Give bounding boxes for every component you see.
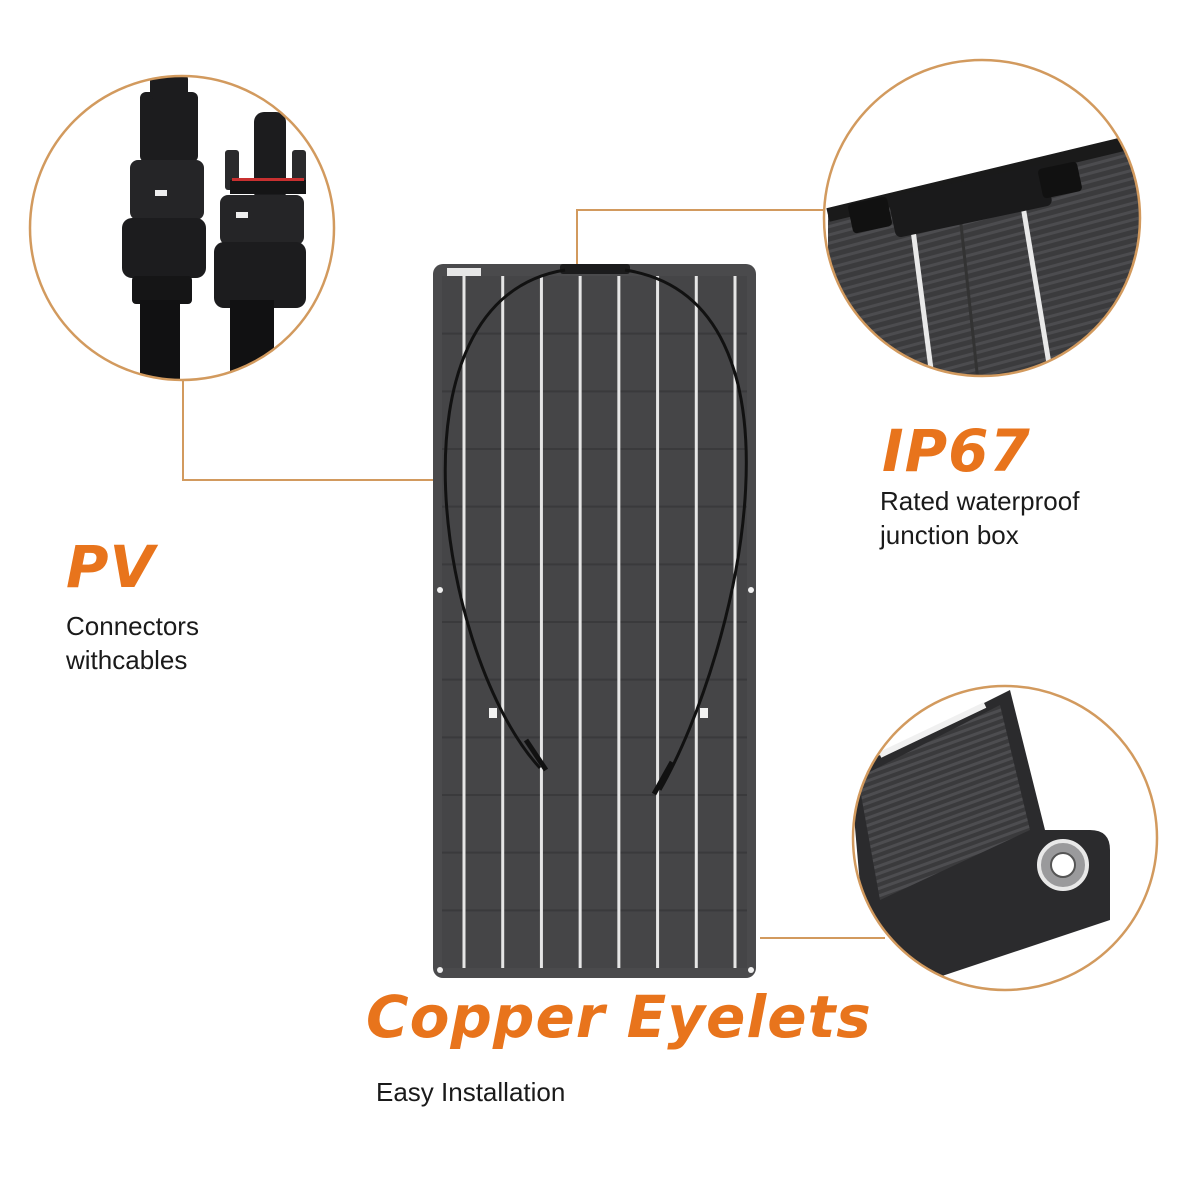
cable-connector-tag	[700, 708, 708, 718]
pv-callout-caption: Connectors withcables	[66, 609, 199, 677]
eyelet-closeup	[851, 684, 1159, 992]
mounting-eyelet	[437, 967, 443, 973]
caption-line: Rated waterproof	[880, 486, 1080, 516]
solar-panel	[433, 264, 756, 978]
leader-lines	[182, 209, 885, 939]
busbar-lines	[462, 276, 737, 968]
cable-connector-tag	[489, 708, 497, 718]
caption-line: Easy Installation	[376, 1077, 566, 1107]
caption-line: junction box	[880, 520, 1019, 550]
connector-plug	[651, 760, 675, 796]
junction-box	[560, 264, 630, 274]
mounting-eyelet	[748, 967, 754, 973]
connector-plug	[523, 738, 549, 772]
eyelets-callout-title: Copper Eyelets	[366, 983, 872, 1051]
cable	[443, 268, 566, 770]
eyelets-callout-caption: Easy Installation	[376, 1075, 565, 1109]
cable	[624, 268, 748, 791]
pv-connector-closeup	[28, 74, 336, 382]
mounting-eyelet	[748, 587, 754, 593]
connector-female	[122, 76, 206, 380]
junction-leader-line	[576, 209, 826, 268]
caption-line: Connectors	[66, 611, 199, 641]
connector-male	[214, 112, 306, 380]
mounting-eyelet	[437, 587, 443, 593]
junction-box-closeup	[822, 58, 1142, 378]
pv-leader-line	[182, 380, 438, 481]
ip67-callout-caption: Rated waterproof junction box	[880, 484, 1079, 552]
ip67-callout-title: IP67	[882, 417, 1031, 485]
panel-label-tag	[447, 268, 481, 276]
caption-line: withcables	[66, 645, 188, 675]
pv-callout-title: PV	[66, 533, 156, 601]
